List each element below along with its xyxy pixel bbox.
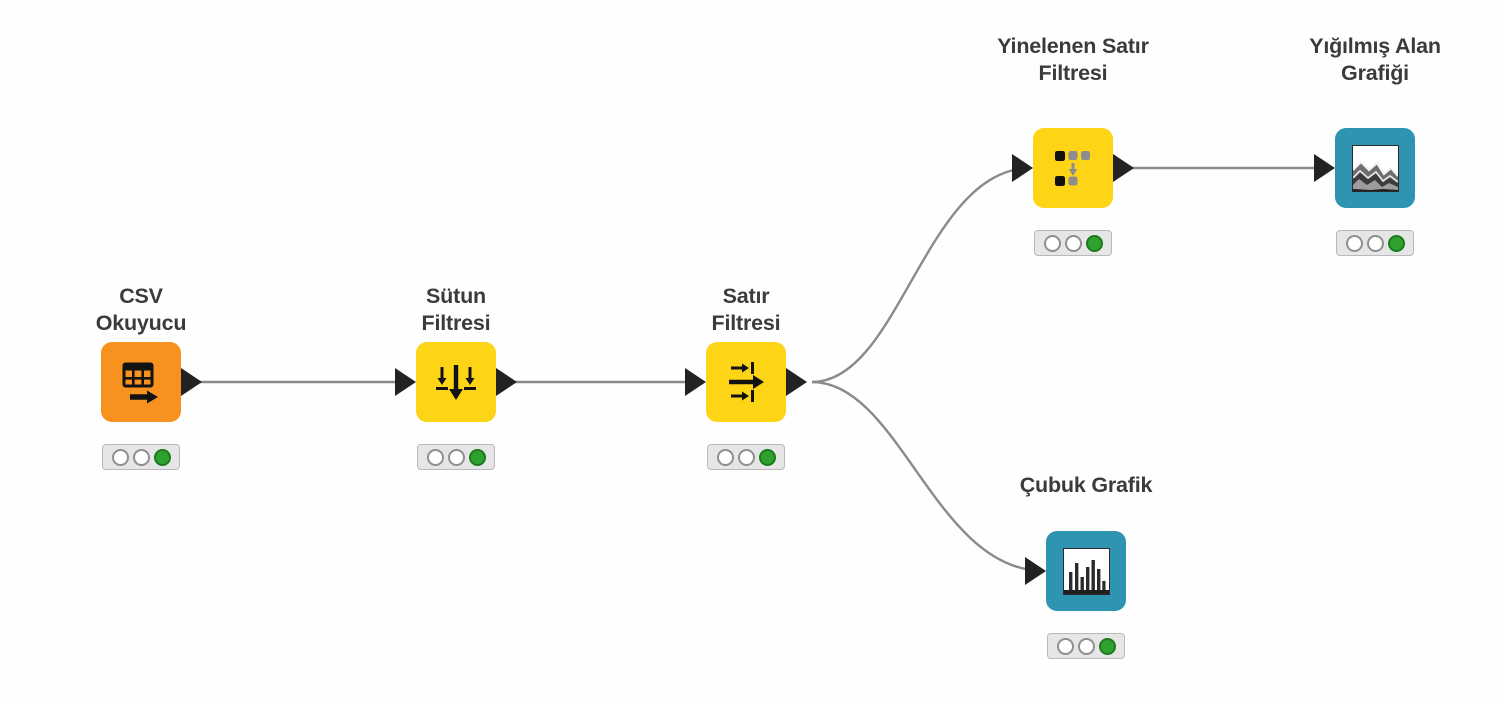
status-led-executed <box>1098 637 1116 655</box>
status-led-executed <box>1387 234 1405 252</box>
output-port-csv-reader[interactable] <box>181 368 202 396</box>
node-box-csv-reader[interactable] <box>101 342 202 422</box>
node-box-stacked-area-chart[interactable] <box>1314 128 1415 208</box>
status-bar-bar-chart <box>1047 633 1125 659</box>
status-led-idle-2 <box>1366 234 1384 252</box>
status-led-idle-2 <box>132 448 150 466</box>
node-box-duplicate-row-filter[interactable] <box>1012 128 1134 208</box>
status-led-idle-1 <box>426 448 444 466</box>
csv-table-arrow-icon <box>117 358 165 406</box>
input-port-duplicate-row-filter[interactable] <box>1012 154 1033 182</box>
input-port-stacked-area-chart[interactable] <box>1314 154 1335 182</box>
status-led-idle-1 <box>1043 234 1061 252</box>
status-bar-column-filter <box>417 444 495 470</box>
status-led-idle-1 <box>1056 637 1074 655</box>
node-box-bar-chart[interactable] <box>1025 531 1126 611</box>
node-label-stacked-area-chart: Yığılmış Alan Grafiği <box>1309 34 1441 85</box>
stacked-area-chart-icon <box>1351 144 1399 192</box>
status-led-idle-2 <box>1064 234 1082 252</box>
status-bar-csv-reader <box>102 444 180 470</box>
column-filter-icon <box>433 359 479 405</box>
node-label-bar-chart: Çubuk Grafik <box>1019 473 1153 497</box>
status-bar-stacked-area-chart <box>1336 230 1414 256</box>
node-label-csv-reader: CSV Okuyucu <box>95 284 187 335</box>
output-port-duplicate-row-filter[interactable] <box>1113 154 1134 182</box>
status-led-executed <box>1085 234 1103 252</box>
row-filter-icon <box>723 359 769 405</box>
node-label-column-filter: Sütun Filtresi <box>421 284 491 335</box>
input-port-row-filter[interactable] <box>685 368 706 396</box>
status-led-executed <box>468 448 486 466</box>
status-bar-row-filter <box>707 444 785 470</box>
status-led-idle-1 <box>111 448 129 466</box>
status-led-idle-1 <box>716 448 734 466</box>
status-led-idle-2 <box>447 448 465 466</box>
node-box-column-filter[interactable] <box>395 342 517 422</box>
node-label-duplicate-row-filter: Yinelenen Satır Filtresi <box>997 34 1149 85</box>
status-led-idle-2 <box>737 448 755 466</box>
bar-chart-icon <box>1062 547 1110 595</box>
status-led-idle-1 <box>1345 234 1363 252</box>
output-port-column-filter[interactable] <box>496 368 517 396</box>
output-port-row-filter[interactable] <box>786 368 807 396</box>
edge-row-filter-to-duplicate-row-filter <box>811 166 1032 384</box>
status-led-executed <box>758 448 776 466</box>
duplicate-row-filter-icon <box>1051 146 1095 190</box>
status-bar-duplicate-row-filter <box>1034 230 1112 256</box>
node-box-row-filter[interactable] <box>685 342 807 422</box>
input-port-column-filter[interactable] <box>395 368 416 396</box>
status-led-executed <box>153 448 171 466</box>
node-label-row-filter: Satır Filtresi <box>711 284 781 335</box>
status-led-idle-2 <box>1077 637 1095 655</box>
input-port-bar-chart[interactable] <box>1025 557 1046 585</box>
